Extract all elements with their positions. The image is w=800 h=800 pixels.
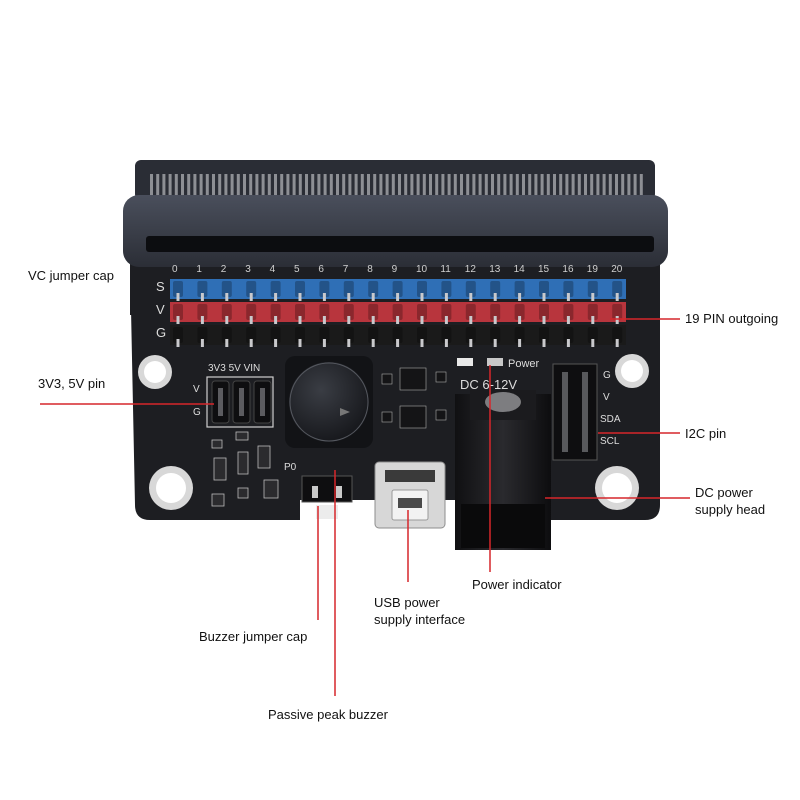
callout-3v3-5v-pin: 3V3, 5V pin	[38, 376, 106, 391]
smd-components-left	[211, 431, 279, 507]
i2c-silk-scl: SCL	[600, 436, 620, 447]
power-silk: Power	[508, 358, 540, 370]
pin-number-label: 2	[221, 264, 227, 275]
passive-buzzer	[285, 356, 373, 448]
p0-silk: P0	[284, 462, 297, 473]
pin-number-label: 10	[416, 264, 428, 275]
pin-number-label: 12	[465, 264, 477, 275]
header-row-vcc	[170, 302, 626, 324]
mounting-hole-bottom-right	[595, 466, 639, 510]
pin-number-label: 6	[318, 264, 324, 275]
callout-usb-power: USB power supply interface	[374, 595, 466, 627]
buzzer-jumper-header	[301, 475, 353, 519]
row-letter-g: G	[156, 325, 166, 340]
pin-number-label: 11	[440, 264, 451, 275]
i2c-header	[552, 363, 598, 461]
pin-header-rows	[170, 279, 626, 347]
pin-number-label: 1	[196, 264, 202, 275]
pin-number-label: 3	[245, 264, 251, 275]
pin-number-label: 15	[538, 264, 550, 275]
i2c-silk-g: G	[603, 370, 611, 381]
power-letter-v: V	[193, 384, 200, 395]
header-row-gnd	[170, 325, 626, 347]
ic-chips-center	[381, 367, 447, 429]
pin-number-label: 13	[489, 264, 501, 275]
pin-number-label: 5	[294, 264, 300, 275]
i2c-silk-v: V	[603, 392, 610, 403]
callout-vc-jumper-cap: VC jumper cap	[28, 268, 114, 283]
callout-passive-buzzer: Passive peak buzzer	[268, 707, 388, 722]
mounting-hole-bottom-left	[149, 466, 193, 510]
callout-buzzer-jumper-cap: Buzzer jumper cap	[199, 629, 308, 644]
power-indicator-led	[457, 358, 503, 366]
dc-power-jack	[455, 390, 551, 550]
pin-number-label: 19	[587, 264, 599, 275]
edge-connector	[123, 160, 668, 267]
usb-micro-connector	[374, 461, 446, 529]
pin-number-label: 7	[343, 264, 349, 275]
pin-number-label: 14	[514, 264, 526, 275]
pin-number-label: 4	[270, 264, 276, 275]
callout-19-pin-outgoing: 19 PIN outgoing	[685, 311, 779, 326]
dc-voltage-silk: DC 6-12V	[460, 377, 517, 392]
pin-number-label: 16	[562, 264, 574, 275]
pin-number-label: 8	[367, 264, 373, 275]
i2c-silk-sda: SDA	[600, 414, 621, 425]
pin-number-label: 9	[392, 264, 398, 275]
power-letter-g: G	[193, 407, 201, 418]
header-row-signal	[170, 279, 626, 301]
power-jumper-header	[206, 376, 274, 428]
callout-power-indicator: Power indicator	[472, 577, 562, 592]
pin-number-label: 20	[611, 264, 623, 275]
row-letter-s: S	[156, 279, 165, 294]
mounting-hole-top-left	[138, 355, 172, 389]
callout-i2c-pin: I2C pin	[685, 426, 727, 441]
row-letter-v: V	[156, 302, 165, 317]
mounting-hole-top-right	[615, 354, 649, 388]
callout-lines	[40, 318, 690, 696]
pin-number-label: 0	[172, 264, 178, 275]
power-header-silk: 3V3 5V VIN	[208, 363, 260, 374]
callout-dc-power-head: DC power supply head	[695, 485, 766, 517]
